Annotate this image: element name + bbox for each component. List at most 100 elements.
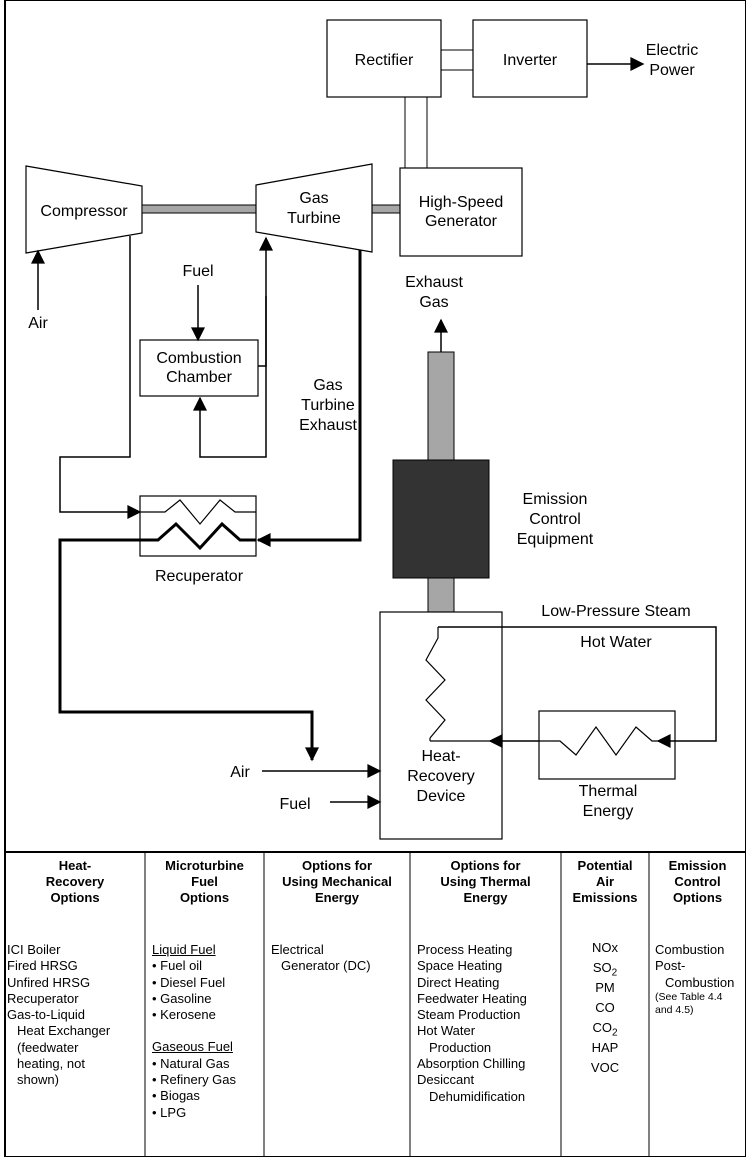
header-line: Microturbine [165, 858, 244, 873]
list-item: Feedwater Heating [417, 990, 527, 1006]
list-item: • Fuel oil [152, 958, 203, 974]
header-line: Air [595, 874, 615, 889]
co-item: CO [595, 1000, 615, 1015]
header-line: Options for [450, 858, 521, 873]
list-item: Combustion [655, 942, 725, 957]
list-item: Heat Exchanger [17, 1023, 111, 1039]
recuperator-exhaust-line [58, 538, 319, 762]
list-item: Process Heating [417, 942, 513, 957]
emission-control-options-column: Emission Control Options Combustion Post… [649, 852, 746, 1157]
thermal-energy-header: Options for Using Thermal Energy [410, 858, 561, 906]
heat-recovery-device-label-1: Heat- [421, 748, 460, 765]
compressor-to-recuperator-line [59, 236, 142, 519]
list-item: Space Heating [417, 958, 503, 974]
fuel-bottom-label: Fuel [279, 796, 310, 813]
list-item: Generator (DC) [281, 958, 371, 974]
list-item: • Diesel Fuel [152, 974, 226, 990]
so2-base: SO [592, 960, 612, 975]
recuperator-to-combustion-line [193, 296, 267, 458]
header-line: Potential [577, 858, 633, 873]
header-line: Emissions [572, 890, 638, 905]
gas-turbine-exhaust-label-3: Exhaust [299, 417, 357, 434]
co2-base: CO [592, 1020, 612, 1035]
emission-control-label-1: Emission [523, 491, 588, 508]
list-item: Fired HRSG [7, 958, 78, 974]
list-item: Steam Production [417, 1007, 521, 1023]
pm-item: PM [595, 980, 615, 995]
inverter-box [472, 19, 588, 98]
list-item: Dehumidification [429, 1088, 526, 1104]
shaft-compressor-turbine [141, 204, 257, 214]
exhaust-gas-label-1: Exhaust [405, 274, 463, 291]
list-item: • Natural Gas [152, 1055, 230, 1071]
header-line: Options for [301, 858, 373, 873]
gas-turbine-label-1: Gas [299, 190, 328, 207]
air-inlet-label: Air [28, 315, 48, 332]
heat-recovery-options-column: Heat- Recovery Options ICI Boiler Fired … [5, 852, 145, 1157]
thermal-energy-label-1: Thermal [579, 783, 638, 800]
generator-box [399, 167, 523, 257]
list-item: • Refinery Gas [152, 1072, 237, 1088]
air-bottom-label: Air [230, 764, 250, 781]
options-table: Heat- Recovery Options ICI Boiler Fired … [5, 852, 746, 1157]
emission-control-box [392, 459, 490, 579]
compressor-shape [25, 165, 143, 254]
mechanical-energy-header: Options for Using Mechanical Energy [264, 858, 410, 906]
emission-control-label-3: Equipment [517, 531, 594, 548]
gas-turbine-shape [255, 163, 373, 253]
list-item: Recuperator [7, 990, 79, 1006]
list-item: • Gasoline [152, 990, 212, 1006]
air-emissions-list: NOx SO2 PM CO CO2 HAP VOC [561, 938, 649, 1078]
rectifier-label: Rectifier [355, 52, 414, 69]
mechanical-energy-list: Electrical Generator (DC) [271, 942, 410, 975]
list-item: Desiccant [417, 1072, 475, 1088]
compressor-label: Compressor [40, 203, 128, 220]
thermal-energy-column: Options for Using Thermal Energy Process… [410, 852, 561, 1157]
list-item: • Kerosene [152, 1007, 216, 1023]
recuperator-coil-upper [140, 499, 256, 525]
header-line: Options [672, 890, 723, 905]
heat-recovery-options-header: Heat- Recovery Options [5, 858, 145, 906]
fuel-options-header: Microturbine Fuel Options [145, 858, 264, 906]
combustion-chamber-box [139, 339, 259, 397]
gaseous-fuel-title: Gaseous Fuel [152, 1039, 233, 1055]
stack-pipe-upper [427, 351, 455, 461]
list-item: Combustion [665, 974, 735, 990]
nox-item: NOx [592, 940, 618, 955]
emission-control-label-2: Control [529, 511, 581, 528]
list-item: Unfired HRSG [7, 974, 91, 990]
low-pressure-steam-label: Low-Pressure Steam [541, 603, 690, 620]
combustion-chamber-label-1: Combustion [156, 350, 241, 367]
outer-frame [4, 0, 746, 1157]
voc-item: VOC [590, 1060, 620, 1075]
list-item: Gas-to-Liquid [7, 1007, 86, 1023]
combustion-to-turbine-line [258, 236, 273, 367]
thermal-energy-label-2: Energy [583, 803, 634, 820]
header-line: Using Mechanical [282, 874, 392, 889]
header-line: Options [50, 890, 100, 905]
heat-recovery-device-label-2: Recovery [407, 768, 475, 785]
list-item: Direct Heating [417, 974, 500, 990]
hot-water-label: Hot Water [580, 634, 652, 651]
co2-item: CO2 [561, 1018, 649, 1038]
list-item: Hot Water [417, 1023, 476, 1039]
header-line: Energy [463, 890, 508, 905]
so2-item: SO2 [561, 958, 649, 978]
fuel-options-column: Microturbine Fuel Options Liquid Fuel • … [145, 852, 264, 1157]
generator-label-1: High-Speed [419, 194, 504, 211]
heat-recovery-device-label-3: Device [417, 788, 466, 805]
recuperator-label: Recuperator [155, 568, 244, 585]
electric-power-label-1: Electric [646, 42, 698, 59]
list-item: Post- [655, 958, 686, 974]
list-item: Absorption Chilling [417, 1056, 526, 1072]
hap-item: HAP [591, 1040, 619, 1055]
fuel-options-list: Liquid Fuel • Fuel oil • Diesel Fuel • G… [152, 942, 264, 1121]
shaft-turbine-generator [371, 204, 401, 214]
so2-subscript: 2 [611, 967, 618, 979]
recuperator-coil-lower [140, 521, 256, 551]
list-item: (See Table 4.4 [655, 990, 723, 1003]
stack-pipe-lower [427, 577, 455, 613]
air-emissions-header: Potential Air Emissions [561, 858, 649, 906]
liquid-fuel-title: Liquid Fuel [152, 942, 216, 957]
list-item: (feedwater [17, 1039, 79, 1055]
